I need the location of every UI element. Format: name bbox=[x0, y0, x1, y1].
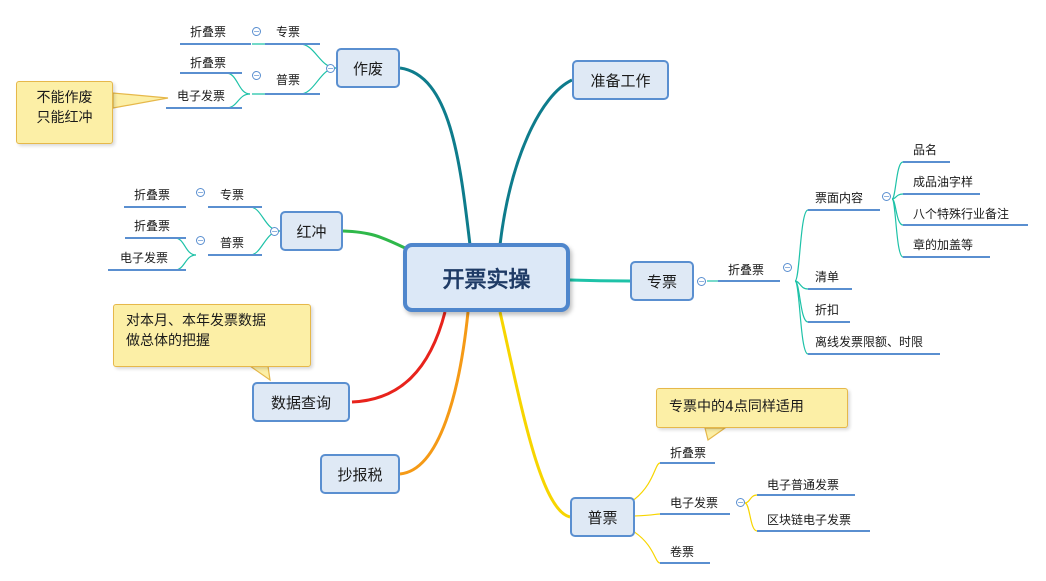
putong-item-1[interactable]: 折叠票 bbox=[670, 446, 707, 460]
collapse-icon[interactable]: − bbox=[270, 227, 279, 236]
putong-item-3[interactable]: 卷票 bbox=[670, 545, 695, 559]
callout-query-note: 对本月、本年发票数据 做总体的把握 bbox=[113, 304, 311, 367]
zuofei-pu-label[interactable]: 普票 bbox=[276, 73, 301, 87]
collapse-icon[interactable]: − bbox=[736, 498, 745, 507]
callout-zuofei-line-2: 只能红冲 bbox=[36, 110, 93, 126]
connector-prep bbox=[498, 78, 573, 246]
connector-hongchong bbox=[342, 229, 406, 250]
callout-query-line-1: 对本月、本年发票数据 bbox=[126, 313, 266, 329]
node-zuofei[interactable]: 作废 bbox=[336, 48, 400, 88]
connector-zhuanpiao bbox=[569, 278, 631, 283]
callout-putong-note: 专票中的4点同样适用 bbox=[656, 388, 848, 428]
connector-zuofei bbox=[399, 66, 472, 246]
collapse-icon[interactable]: − bbox=[252, 27, 261, 36]
hongchong-zhuan-label[interactable]: 专票 bbox=[220, 188, 245, 202]
zhuanpiao-other-1[interactable]: 清单 bbox=[815, 270, 840, 284]
connector-tax bbox=[399, 311, 470, 476]
root-node[interactable]: 开票实操 bbox=[403, 243, 570, 312]
hongchong-pu-leaf-1[interactable]: 折叠票 bbox=[134, 219, 171, 233]
collapse-icon[interactable]: − bbox=[196, 188, 205, 197]
callout-putong-line: 专票中的4点同样适用 bbox=[669, 399, 804, 415]
node-hongchong[interactable]: 红冲 bbox=[280, 211, 343, 251]
zhuanpiao-folded-label[interactable]: 折叠票 bbox=[728, 263, 765, 277]
hongchong-zhuan-leaf[interactable]: 折叠票 bbox=[134, 188, 171, 202]
collapse-icon[interactable]: − bbox=[326, 64, 335, 73]
zuofei-zhuan-label[interactable]: 专票 bbox=[276, 25, 301, 39]
hongchong-pu-label[interactable]: 普票 bbox=[220, 236, 245, 250]
node-prep[interactable]: 准备工作 bbox=[572, 60, 669, 100]
connector-putong bbox=[498, 311, 571, 519]
node-zhuanpiao[interactable]: 专票 bbox=[630, 261, 694, 301]
zhuanpiao-face-item-2[interactable]: 成品油字样 bbox=[913, 175, 974, 189]
callout-zuofei-line-1: 不能作废 bbox=[36, 90, 93, 106]
putong-item-2[interactable]: 电子发票 bbox=[670, 496, 719, 510]
zhuanpiao-face-item-1[interactable]: 品名 bbox=[913, 143, 938, 157]
zhuanpiao-face-item-3[interactable]: 八个特殊行业备注 bbox=[913, 207, 1010, 221]
putong-electronic-sub-1[interactable]: 电子普通发票 bbox=[767, 478, 840, 492]
collapse-icon[interactable]: − bbox=[697, 277, 706, 286]
putong-electronic-sub-2[interactable]: 区块链电子发票 bbox=[767, 513, 852, 527]
callout-query-line-2: 做总体的把握 bbox=[126, 333, 210, 349]
zuofei-zhuan-leaf[interactable]: 折叠票 bbox=[190, 25, 227, 39]
zuofei-pu-leaf-2[interactable]: 电子发票 bbox=[177, 89, 226, 103]
collapse-icon[interactable]: − bbox=[196, 236, 205, 245]
connector-query bbox=[351, 311, 447, 404]
collapse-icon[interactable]: − bbox=[783, 263, 792, 272]
callout-zuofei-note: 不能作废 只能红冲 bbox=[16, 81, 113, 144]
hongchong-pu-leaf-2[interactable]: 电子发票 bbox=[120, 251, 169, 265]
node-putong[interactable]: 普票 bbox=[570, 497, 635, 537]
zuofei-pu-leaf-1[interactable]: 折叠票 bbox=[190, 56, 227, 70]
collapse-icon[interactable]: − bbox=[252, 71, 261, 80]
zhuanpiao-other-2[interactable]: 折扣 bbox=[815, 303, 840, 317]
node-query[interactable]: 数据查询 bbox=[252, 382, 350, 422]
zhuanpiao-face-item-4[interactable]: 章的加盖等 bbox=[913, 238, 974, 252]
node-tax[interactable]: 抄报税 bbox=[320, 454, 400, 494]
zhuanpiao-face-label[interactable]: 票面内容 bbox=[815, 191, 864, 205]
zhuanpiao-other-3[interactable]: 离线发票限额、时限 bbox=[815, 335, 924, 349]
collapse-icon[interactable]: − bbox=[882, 192, 891, 201]
